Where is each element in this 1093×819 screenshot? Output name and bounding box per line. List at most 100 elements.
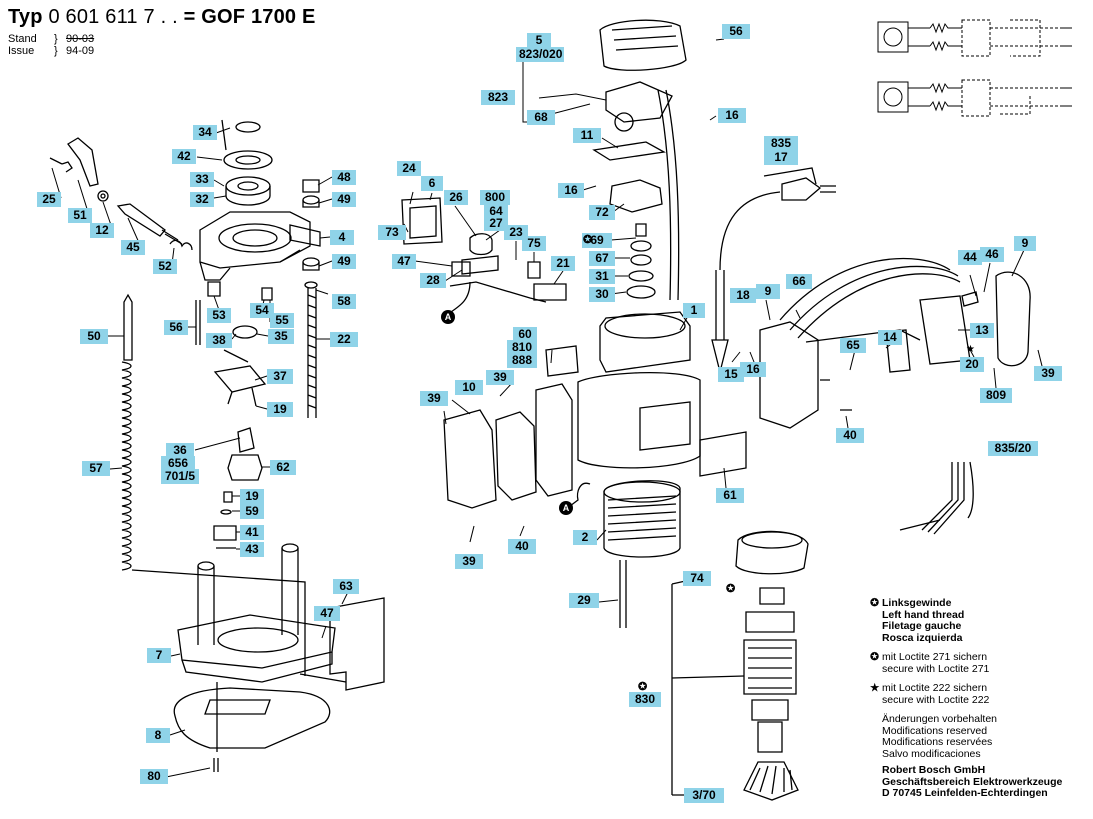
part-label-39[interactable]: 39 <box>455 554 483 569</box>
part-label-57[interactable]: 57 <box>82 461 110 476</box>
part-label-809[interactable]: 809 <box>980 388 1012 403</box>
part-label-27[interactable]: 27 <box>484 216 508 231</box>
part-label-16[interactable]: 16 <box>718 108 746 123</box>
part-label-21[interactable]: 21 <box>551 256 575 271</box>
part-label-62[interactable]: 62 <box>270 460 296 475</box>
part-label-29[interactable]: 29 <box>569 593 599 608</box>
part-label-20[interactable]: 20 <box>960 357 984 372</box>
part-label-54[interactable]: 54 <box>250 303 274 318</box>
part-label-44[interactable]: 44 <box>958 250 982 265</box>
part-label-39[interactable]: 39 <box>420 391 448 406</box>
part-label-19[interactable]: 19 <box>267 402 293 417</box>
part-label-26[interactable]: 26 <box>444 190 468 205</box>
part-label-67[interactable]: 67 <box>589 251 615 266</box>
part-label-7[interactable]: 7 <box>147 648 171 663</box>
left-hand-thread-icon: ✪ <box>870 597 879 609</box>
part-label-75[interactable]: 75 <box>522 236 546 251</box>
part-label-31[interactable]: 31 <box>589 269 615 284</box>
part-label-40[interactable]: 40 <box>836 428 864 443</box>
part-label-52[interactable]: 52 <box>153 259 177 274</box>
part-label-13[interactable]: 13 <box>970 323 994 338</box>
part-label-888[interactable]: 888 <box>507 353 537 368</box>
part-label-18[interactable]: 18 <box>730 288 756 303</box>
part-label-51[interactable]: 51 <box>68 208 92 223</box>
part-label-65[interactable]: 65 <box>840 338 866 353</box>
part-label-1[interactable]: 1 <box>683 303 705 318</box>
part-label-17[interactable]: 17 <box>764 150 798 165</box>
part-label-15[interactable]: 15 <box>718 367 744 382</box>
part-label-10[interactable]: 10 <box>455 380 483 395</box>
part-label-64[interactable]: 64 <box>484 204 508 219</box>
part-label-33[interactable]: 33 <box>190 172 214 187</box>
legend-modifications: Änderungen vorbehalten Modifications res… <box>882 713 1062 760</box>
part-label-5[interactable]: 5 <box>527 33 551 48</box>
part-label-656[interactable]: 656 <box>161 456 195 471</box>
part-label-49[interactable]: 49 <box>332 254 356 269</box>
part-label-43[interactable]: 43 <box>240 542 264 557</box>
part-label-14[interactable]: 14 <box>878 330 902 345</box>
part-label-72[interactable]: 72 <box>589 205 615 220</box>
part-label-80[interactable]: 80 <box>140 769 168 784</box>
part-label-823[interactable]: 823 <box>481 90 515 105</box>
part-label-37[interactable]: 37 <box>267 369 293 384</box>
part-label-9[interactable]: 9 <box>1014 236 1036 251</box>
part-label-19[interactable]: 19 <box>240 489 264 504</box>
part-label-39[interactable]: 39 <box>1034 366 1062 381</box>
part-label-59[interactable]: 59 <box>240 504 264 519</box>
part-label-63[interactable]: 63 <box>333 579 359 594</box>
part-label-28[interactable]: 28 <box>420 273 446 288</box>
legend-text: Linksgewinde <box>882 597 952 609</box>
company-address: D 70745 Leinfelden-Echterdingen <box>882 787 1048 799</box>
part-label-25[interactable]: 25 <box>37 192 61 207</box>
part-label-48[interactable]: 48 <box>332 170 356 185</box>
part-label-22[interactable]: 22 <box>330 332 358 347</box>
part-label-45[interactable]: 45 <box>121 240 145 255</box>
part-label-32[interactable]: 32 <box>190 192 214 207</box>
part-label-24[interactable]: 24 <box>397 161 421 176</box>
part-label-800[interactable]: 800 <box>480 190 510 205</box>
part-label-16[interactable]: 16 <box>740 362 766 377</box>
part-label-61[interactable]: 61 <box>716 488 744 503</box>
part-label-53[interactable]: 53 <box>207 308 231 323</box>
part-label-39[interactable]: 39 <box>486 370 514 385</box>
part-label-830[interactable]: 830 <box>629 692 661 707</box>
part-label-69[interactable]: 69 <box>582 233 612 248</box>
part-label-823-020[interactable]: 823/020 <box>516 47 564 62</box>
part-label-8[interactable]: 8 <box>146 728 170 743</box>
part-label-41[interactable]: 41 <box>240 525 264 540</box>
part-label-47[interactable]: 47 <box>314 606 340 621</box>
part-label-68[interactable]: 68 <box>527 110 555 125</box>
part-label-40[interactable]: 40 <box>508 539 536 554</box>
part-label-50[interactable]: 50 <box>80 329 108 344</box>
part-label-30[interactable]: 30 <box>589 287 615 302</box>
part-label-74[interactable]: 74 <box>683 571 711 586</box>
legend-text: secure with Loctite 222 <box>882 693 990 706</box>
part-label-36[interactable]: 36 <box>166 443 194 458</box>
part-label-56[interactable]: 56 <box>722 24 750 39</box>
part-label-46[interactable]: 46 <box>980 247 1004 262</box>
part-label-16[interactable]: 16 <box>558 183 584 198</box>
part-label-9[interactable]: 9 <box>756 284 780 299</box>
part-label-835-20[interactable]: 835/20 <box>988 441 1038 456</box>
part-label-58[interactable]: 58 <box>332 294 356 309</box>
part-label-66[interactable]: 66 <box>786 274 812 289</box>
part-label-38[interactable]: 38 <box>206 333 232 348</box>
part-label-12[interactable]: 12 <box>90 223 114 238</box>
part-label-35[interactable]: 35 <box>268 329 294 344</box>
part-label-2[interactable]: 2 <box>573 530 597 545</box>
part-label-3-70[interactable]: 3/70 <box>684 788 724 803</box>
part-label-47[interactable]: 47 <box>392 254 416 269</box>
part-label-6[interactable]: 6 <box>421 176 443 191</box>
part-label-835[interactable]: 835 <box>764 136 798 151</box>
part-label-34[interactable]: 34 <box>193 125 217 140</box>
part-label-4[interactable]: 4 <box>330 230 354 245</box>
part-label-55[interactable]: 55 <box>270 313 294 328</box>
part-label-701-5[interactable]: 701/5 <box>161 469 199 484</box>
part-label-810[interactable]: 810 <box>507 340 537 355</box>
part-label-73[interactable]: 73 <box>378 225 406 240</box>
part-label-49[interactable]: 49 <box>332 192 356 207</box>
part-label-60[interactable]: 60 <box>513 327 537 342</box>
part-label-11[interactable]: 11 <box>573 128 601 143</box>
part-label-42[interactable]: 42 <box>172 149 196 164</box>
part-label-56[interactable]: 56 <box>164 320 188 335</box>
